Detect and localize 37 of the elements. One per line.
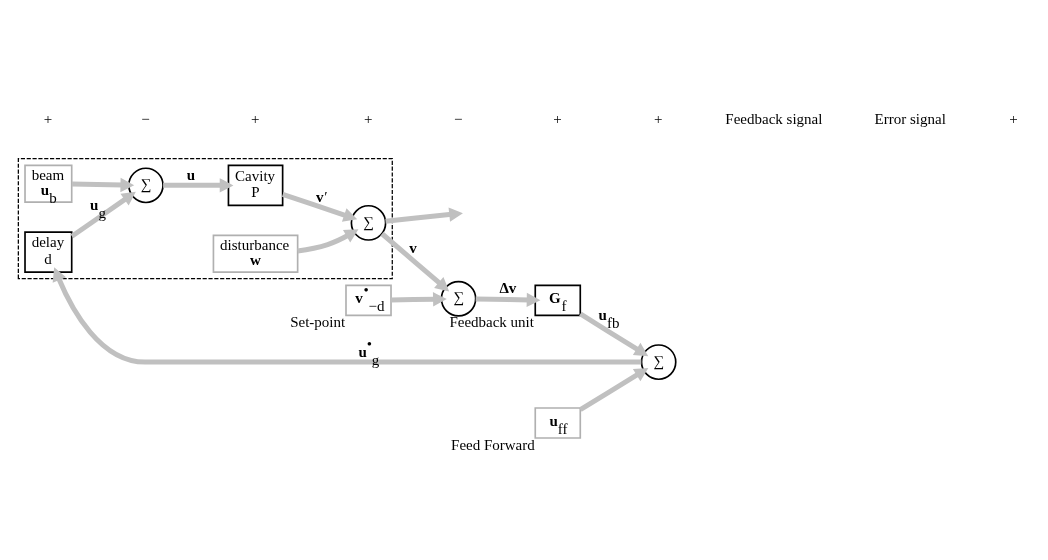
label: − xyxy=(141,111,150,128)
label: + xyxy=(43,111,53,128)
label: Error signal xyxy=(874,111,946,128)
arrow xyxy=(391,292,447,307)
node-label: Feedback unit xyxy=(449,314,534,331)
label: + xyxy=(1009,111,1018,128)
label: + xyxy=(250,111,260,128)
arrow xyxy=(71,177,135,193)
arrow xyxy=(579,367,649,412)
node-circle: ∑ xyxy=(440,280,477,317)
cluster xyxy=(17,158,393,280)
arrow xyxy=(380,231,450,292)
arrow xyxy=(163,178,234,193)
arrow xyxy=(579,311,649,357)
label: − xyxy=(453,111,463,128)
node-box: delay d xyxy=(24,231,73,273)
label: + xyxy=(553,111,562,128)
node-circle: ∑ xyxy=(640,344,677,381)
arrow xyxy=(475,292,541,308)
arrow xyxy=(281,191,358,222)
node-circle: ∑ xyxy=(350,204,387,241)
node-circle: ∑ xyxy=(127,167,164,204)
arrow xyxy=(52,267,642,365)
arrow xyxy=(385,207,463,224)
label: + xyxy=(654,111,663,128)
arrow xyxy=(297,229,359,254)
label: Feedback signal xyxy=(725,111,823,128)
node-box: disturbance w xyxy=(212,234,299,273)
node-label: Set-point xyxy=(290,314,346,331)
edge-label: v′ xyxy=(315,188,328,205)
edge-label: v xyxy=(409,240,417,257)
edge-label: Δv xyxy=(499,280,517,297)
arrow xyxy=(70,191,136,239)
node-label: Feed Forward xyxy=(451,437,535,453)
edge-label: u xyxy=(186,166,196,183)
node-box: Cavity P xyxy=(227,164,284,207)
label: + xyxy=(363,111,373,128)
